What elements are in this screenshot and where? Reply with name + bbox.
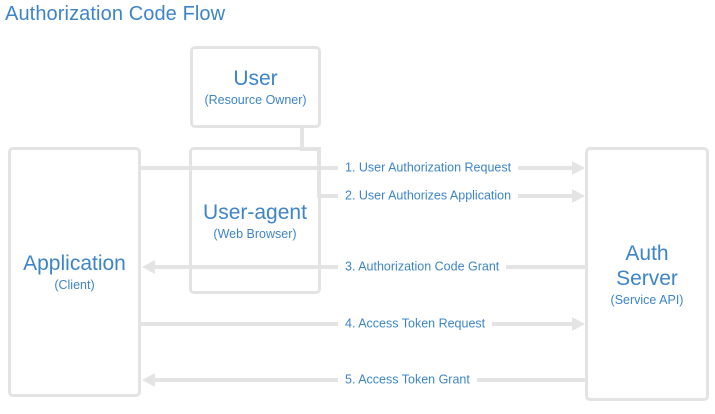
actor-label-user-agent: User-agent bbox=[203, 200, 307, 224]
actor-label-user: User bbox=[233, 67, 278, 90]
actor-sublabel-application: (Client) bbox=[54, 278, 95, 292]
step-label-2: 2. User Authorizes Application bbox=[338, 187, 519, 205]
step-label-4: 4. Access Token Request bbox=[338, 315, 493, 333]
actor-label-auth-server: Auth Server bbox=[616, 241, 678, 290]
actor-box-application[interactable]: Application (Client) bbox=[8, 147, 141, 397]
actor-sublabel-user-agent: (Web Browser) bbox=[213, 226, 297, 241]
actor-box-user-agent[interactable]: User-agent (Web Browser) bbox=[189, 147, 321, 294]
page-title: Authorization Code Flow bbox=[5, 3, 226, 25]
connector-user-descender-vertical bbox=[300, 127, 304, 151]
actor-sublabel-auth-server: (Service API) bbox=[610, 292, 684, 307]
step-label-5: 5. Access Token Grant bbox=[338, 371, 477, 389]
arrowhead-step-1 bbox=[572, 161, 585, 175]
actor-box-user[interactable]: User (Resource Owner) bbox=[190, 46, 321, 128]
actor-label-application: Application bbox=[23, 252, 126, 275]
actor-box-auth-server[interactable]: Auth Server (Service API) bbox=[585, 147, 709, 401]
arrowhead-step-4 bbox=[572, 317, 585, 331]
actor-sublabel-user: (Resource Owner) bbox=[204, 93, 307, 107]
step-label-3: 3. Authorization Code Grant bbox=[338, 258, 507, 276]
arrowhead-step-5 bbox=[142, 373, 155, 387]
arrowhead-step-2 bbox=[572, 189, 585, 203]
arrowhead-step-3 bbox=[142, 260, 155, 274]
step-label-1: 1. User Authorization Request bbox=[338, 159, 519, 177]
